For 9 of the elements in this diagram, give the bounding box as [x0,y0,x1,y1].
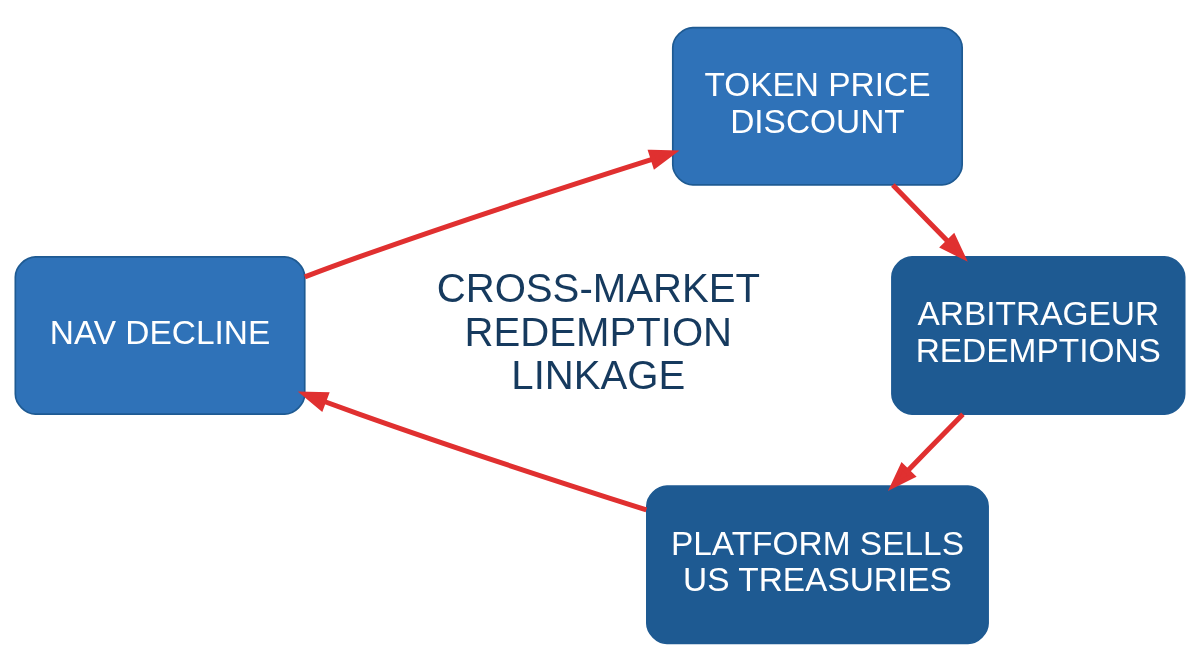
arrow [887,412,965,491]
arrow [303,149,680,279]
arrow [297,391,648,512]
arrow [891,182,968,262]
node-box: PLATFORM SELLS US TREASURIES [646,484,989,644]
label: CROSS-MARKET REDEMPTION LINKAGE [436,265,760,398]
node-box: ARBITRAGEUR REDEMPTIONS [891,255,1186,415]
node-box: NAV DECLINE [14,255,306,415]
node-box: TOKEN PRICE DISCOUNT [671,26,963,186]
